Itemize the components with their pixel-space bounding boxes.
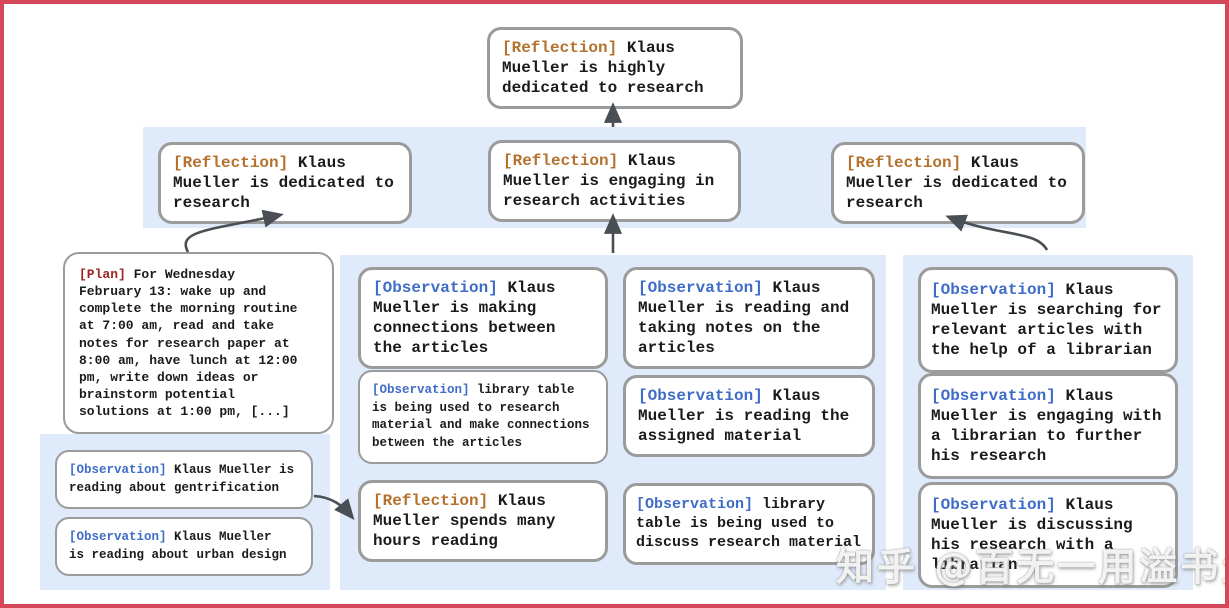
- observation-tag: [Observation]: [373, 279, 498, 297]
- node-text: Klaus Mueller spends many hours reading: [373, 492, 556, 550]
- node-root-reflection: [Reflection] Klaus Mueller is highly ded…: [487, 27, 743, 109]
- node-text: Klaus Mueller is reading about gentrific…: [69, 463, 295, 495]
- node-obs-searching-articles: [Observation] Klaus Mueller is searching…: [918, 267, 1178, 373]
- node-obs-engaging-librarian: [Observation] Klaus Mueller is engaging …: [918, 373, 1178, 479]
- node-text: Klaus Mueller is dedicated to research: [173, 154, 394, 212]
- node-plan-wednesday: [Plan] For Wednesday February 13: wake u…: [63, 252, 334, 435]
- node-text: Klaus Mueller is making connections betw…: [373, 279, 556, 357]
- node-text: library table is being used to discuss r…: [636, 496, 862, 551]
- reflection-tag: [Reflection]: [502, 39, 618, 57]
- node-text: Klaus Mueller is searching for relevant …: [931, 281, 1162, 359]
- reflection-tag: [Reflection]: [373, 492, 489, 510]
- node-obs-gentrification: [Observation] Klaus Mueller is reading a…: [55, 450, 313, 509]
- node-obs-discussing-research: [Observation] Klaus Mueller is discussin…: [918, 482, 1178, 588]
- node-obs-library-research: [Observation] library table is being use…: [358, 370, 608, 464]
- node-text: library table is being used to research …: [372, 383, 590, 450]
- observation-tag: [Observation]: [638, 387, 763, 405]
- node-text: Klaus Mueller is engaging in research ac…: [503, 152, 715, 210]
- observation-tag: [Observation]: [931, 496, 1056, 514]
- reflection-tag: [Reflection]: [846, 154, 962, 172]
- node-text: Klaus Mueller is discussing his research…: [931, 496, 1133, 574]
- observation-tag: [Observation]: [69, 530, 167, 544]
- observation-tag: [Observation]: [931, 281, 1056, 299]
- node-obs-assigned-material: [Observation] Klaus Mueller is reading t…: [623, 375, 875, 457]
- node-obs-library-discuss: [Observation] library table is being use…: [623, 483, 875, 566]
- observation-tag: [Observation]: [372, 383, 470, 397]
- node-text: Klaus Mueller is engaging with a librari…: [931, 387, 1162, 465]
- node-reflection-dedicated-1: [Reflection] Klaus Mueller is dedicated …: [158, 142, 412, 224]
- node-obs-making-connections: [Observation] Klaus Mueller is making co…: [358, 267, 608, 369]
- observation-tag: [Observation]: [931, 387, 1056, 405]
- reflection-tag: [Reflection]: [173, 154, 289, 172]
- node-reflection-hours-reading: [Reflection] Klaus Mueller spends many h…: [358, 480, 608, 562]
- node-text: Klaus Mueller is reading about urban des…: [69, 530, 287, 562]
- plan-tag: [Plan]: [79, 267, 126, 282]
- node-obs-urban-design: [Observation] Klaus Mueller is reading a…: [55, 517, 313, 576]
- node-text: Klaus Mueller is reading and taking note…: [638, 279, 850, 357]
- node-text: Klaus Mueller is reading the assigned ma…: [638, 387, 850, 445]
- observation-tag: [Observation]: [636, 496, 754, 513]
- observation-tag: [Observation]: [69, 463, 167, 477]
- node-reflection-engaging: [Reflection] Klaus Mueller is engaging i…: [488, 140, 741, 222]
- node-reflection-dedicated-2: [Reflection] Klaus Mueller is dedicated …: [831, 142, 1085, 224]
- node-obs-taking-notes: [Observation] Klaus Mueller is reading a…: [623, 267, 875, 369]
- node-text: For Wednesday February 13: wake up and c…: [79, 267, 298, 420]
- node-text: Klaus Mueller is highly dedicated to res…: [502, 39, 704, 97]
- reflection-tag: [Reflection]: [503, 152, 619, 170]
- observation-tag: [Observation]: [638, 279, 763, 297]
- node-text: Klaus Mueller is dedicated to research: [846, 154, 1067, 212]
